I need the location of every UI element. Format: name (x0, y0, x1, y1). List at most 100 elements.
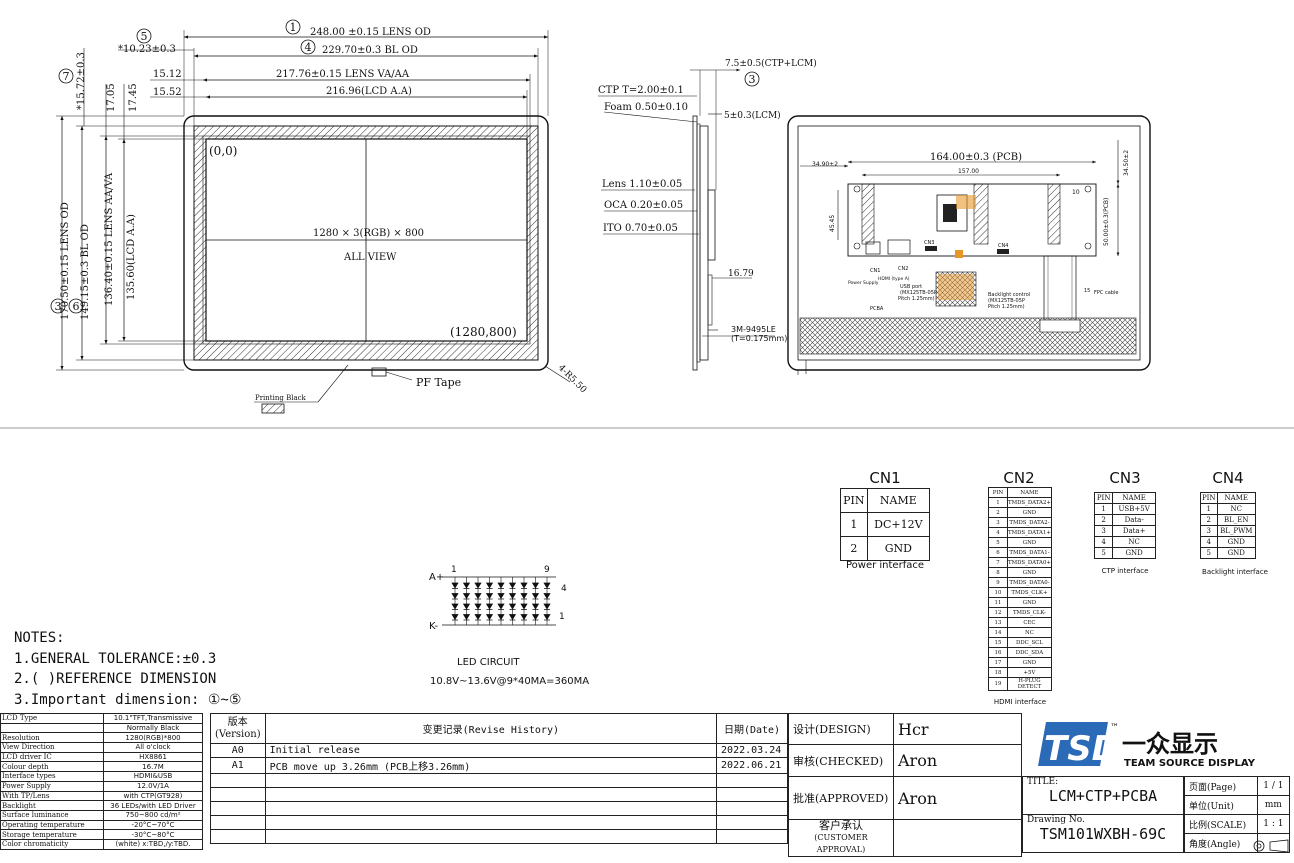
led-row-4: 4 (561, 584, 567, 594)
cn2-cell-name: TMDS_DATA2+ (1006, 497, 1053, 508)
dim-17-05: 17.05 (106, 83, 117, 112)
rev-header-version: 版本 (Version) (210, 713, 266, 744)
cn1-header-name: NAME (866, 488, 931, 513)
cn4-cell-pin: 4 (1200, 536, 1218, 548)
page-info-block: 页面(Page)1 / 1 单位(Unit)mm 比例(SCALE)1 : 1 … (1184, 776, 1291, 853)
spec-key: Colour depth (0, 761, 104, 773)
cn2-caption: HDMI interface (993, 698, 1047, 706)
dim-corner-radius: 4-R5.50 (556, 363, 588, 395)
led-diode-icon (451, 614, 459, 621)
spec-key: Color chromaticity (0, 838, 104, 850)
pcb-outline (847, 183, 1097, 257)
design-value: Hcr (893, 713, 1022, 745)
end-coord-label: (1280,800) (450, 325, 517, 339)
led-diode-icon (543, 603, 551, 610)
led-diode-icon (520, 582, 528, 589)
side-view-labels: CTP T=2.00±0.1 Foam 0.50±0.10 7.5±0.5(CT… (598, 58, 817, 343)
dim-lens-va-width: 217.76±0.15 LENS VA/AA (276, 69, 410, 80)
unit-value: mm (1256, 795, 1291, 815)
led-diode-icon (508, 614, 517, 621)
cn4-header-name: NAME (1216, 492, 1256, 504)
bl-pitch-note: Pitch 1.25mm) (988, 304, 1025, 310)
scale-label: 比例(SCALE) (1184, 814, 1258, 834)
circle-num-7: 7 (63, 70, 70, 83)
approval-block: 设计(DESIGN)Hcr 审核(CHECKED)Aron 批准(APPROVE… (788, 713, 1022, 857)
led-row-1: 1 (559, 612, 565, 622)
scale-value: 1 : 1 (1256, 814, 1291, 834)
cn4-cell-name: BL_PWM (1216, 525, 1256, 537)
spec-value: 750~800 cd/m² (103, 809, 203, 821)
led-diode-icon (508, 582, 517, 589)
cn3-cell-pin: 3 (1093, 525, 1114, 537)
back-cn4: CN4 (998, 243, 1008, 249)
sle-tape: 3M-9495LE (731, 325, 776, 334)
dim-34-90: 34.90±2 (812, 161, 838, 168)
pcba-note: PCBA (870, 306, 884, 312)
led-diode-icon (543, 582, 551, 589)
spec-key: Surface luminance (0, 809, 104, 821)
dim-lens-od-width: 248.00 ±0.15 LENS OD (310, 27, 431, 38)
cn4-cell-pin: 5 (1200, 547, 1218, 559)
tsd-logo-mark (1038, 722, 1108, 766)
circle-num-5: 5 (141, 30, 148, 43)
cn1-title: CN1 (869, 469, 901, 487)
led-diode-icon (531, 603, 540, 610)
spec-row: Operating temperature-20°C~70°C (0, 819, 203, 831)
cn2-cell-pin: 1 (988, 497, 1008, 508)
cn2-cell-name: DDC_SDA (1006, 647, 1053, 658)
circle-num-3-side: 3 (749, 73, 756, 86)
module-thickness: 7.5±0.5(CTP+LCM) (725, 58, 817, 69)
circle-num-6: 6 (73, 300, 80, 313)
cn3-header-pin: PIN (1093, 492, 1114, 504)
foam-thickness: Foam 0.50±0.10 (604, 102, 688, 113)
company-logo: TSD ™ 一众显示 TEAM SOURCE DISPLAY (1038, 722, 1256, 769)
drawing-title: LCM+CTP+PCBA (1048, 787, 1158, 805)
dim-157: 157.00 (958, 168, 979, 175)
cn2-cell-pin: 11 (988, 597, 1008, 608)
rev-0-version: A0 (210, 743, 266, 758)
spec-value: HX8861 (103, 751, 203, 763)
dim-15-52: 15.52 (153, 87, 182, 98)
dim-15-72: *15.72±0.3 (76, 52, 87, 110)
cn4-cell-name: GND (1216, 536, 1256, 548)
cn3-cell-pin: 1 (1093, 503, 1114, 515)
pf-tape (371, 367, 387, 377)
cn2-header-pin: PIN (988, 487, 1008, 498)
cn1-cell-name: DC+12V (866, 512, 931, 537)
led-diode-icon (462, 593, 471, 600)
customer-label-en: (CUSTOMER APPROVAL) (814, 833, 868, 854)
cn2-cell-name: TMDS_DATA2- (1006, 517, 1053, 528)
power-supply-note: Power Supply (848, 280, 879, 286)
customer-label-cn: 客户承认 (819, 819, 863, 832)
cn3-cell-name: USB+5V (1112, 503, 1156, 515)
note-2: 2.( )REFERENCE DIMENSION (14, 671, 217, 687)
cn2-cell-pin: 4 (988, 527, 1008, 538)
cn2-cell-name: NC (1006, 627, 1053, 638)
led-diode-icon (531, 582, 540, 589)
cn2-header-name: NAME (1006, 487, 1053, 498)
led-diode-icon (508, 593, 517, 600)
cn2-cell-name: GND (1006, 507, 1053, 518)
cn3-title: CN3 (1109, 469, 1141, 487)
led-diode-icon (485, 593, 494, 600)
dim-bl-od-height: 149.15±0.3 BL OD (80, 224, 91, 320)
cn1-cell-pin: 2 (840, 536, 868, 561)
dim-bl-od-width: 229.70±0.3 BL OD (322, 45, 418, 56)
spec-key: LCD Type (0, 713, 104, 724)
spec-value: 16.7M (103, 761, 203, 773)
cn2-connector (887, 239, 911, 255)
dim-34-50: 34.50±2 (1123, 150, 1130, 176)
cn4-title: CN4 (1212, 469, 1244, 487)
cn4-cell-name: NC (1216, 503, 1256, 515)
